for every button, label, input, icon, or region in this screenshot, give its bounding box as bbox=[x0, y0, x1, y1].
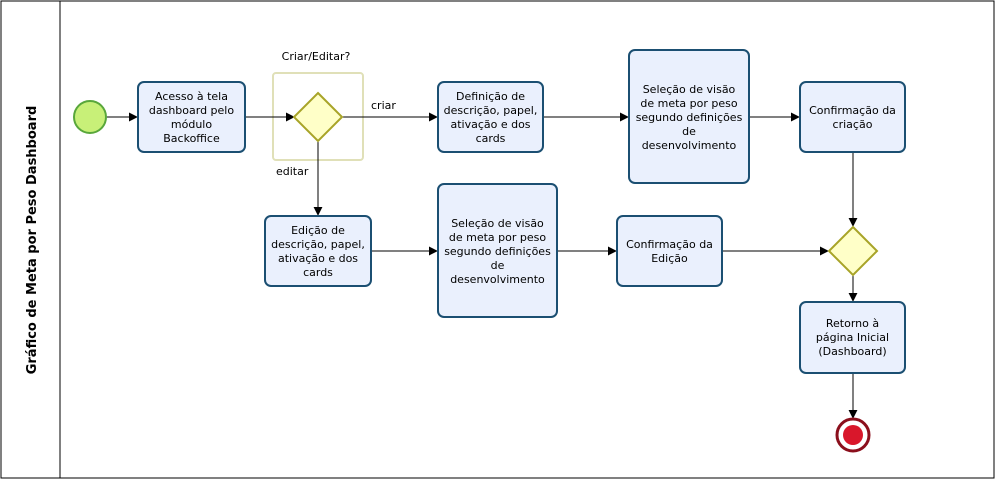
task-label-line: criação bbox=[833, 118, 873, 131]
task-label-line: Seleção de visão bbox=[643, 83, 736, 96]
task-label-line: descrição, papel, bbox=[444, 104, 538, 117]
task-label-line: de bbox=[491, 259, 505, 272]
end-event-core bbox=[843, 425, 863, 445]
task-label-line: de bbox=[682, 125, 696, 138]
task-label-line: de meta por peso bbox=[640, 97, 737, 110]
task-label-line: descrição, papel, bbox=[271, 238, 365, 251]
exclusive-gateway-split bbox=[292, 91, 344, 143]
flow-label-editar: editar bbox=[276, 165, 309, 178]
task-label-line: cards bbox=[303, 266, 333, 279]
task-label-line: Seleção de visão bbox=[451, 217, 544, 230]
gateway-question-label: Criar/Editar? bbox=[282, 50, 351, 63]
task-label-line: Edição bbox=[651, 252, 688, 265]
start-event bbox=[73, 100, 107, 134]
task-label-line: Definição de bbox=[456, 90, 525, 103]
task-label-line: página Inicial bbox=[816, 331, 889, 344]
task-label-line: segundo definições bbox=[636, 111, 743, 124]
task-label-line: Confirmação da bbox=[626, 238, 713, 251]
lane-title: Gráfico de Meta por Peso Dashboard bbox=[25, 106, 40, 375]
task-label-line: (Dashboard) bbox=[818, 345, 886, 358]
task-label-line: de meta por peso bbox=[449, 231, 546, 244]
task-label-line: cards bbox=[476, 132, 506, 145]
task-label-line: ativação e dos bbox=[450, 118, 530, 131]
task-label-line: ativação e dos bbox=[278, 252, 358, 265]
exclusive-gateway-merge bbox=[827, 225, 879, 277]
task-label-line: desenvolvimento bbox=[450, 273, 545, 286]
task-label-line: segundo definições bbox=[444, 245, 551, 258]
task-label-line: Acesso à tela bbox=[155, 90, 228, 103]
sequence-flows bbox=[107, 112, 858, 419]
flow-label-criar: criar bbox=[371, 99, 396, 112]
task-label-line: Backoffice bbox=[163, 132, 220, 145]
task-label-line: desenvolvimento bbox=[642, 139, 737, 152]
task-label-line: dashboard pelo bbox=[149, 104, 234, 117]
task-label-line: módulo bbox=[171, 118, 212, 131]
task-label-line: Edição de bbox=[291, 224, 345, 237]
task-label-line: Retorno à bbox=[826, 317, 879, 330]
task-label-line: Confirmação da bbox=[809, 104, 896, 117]
